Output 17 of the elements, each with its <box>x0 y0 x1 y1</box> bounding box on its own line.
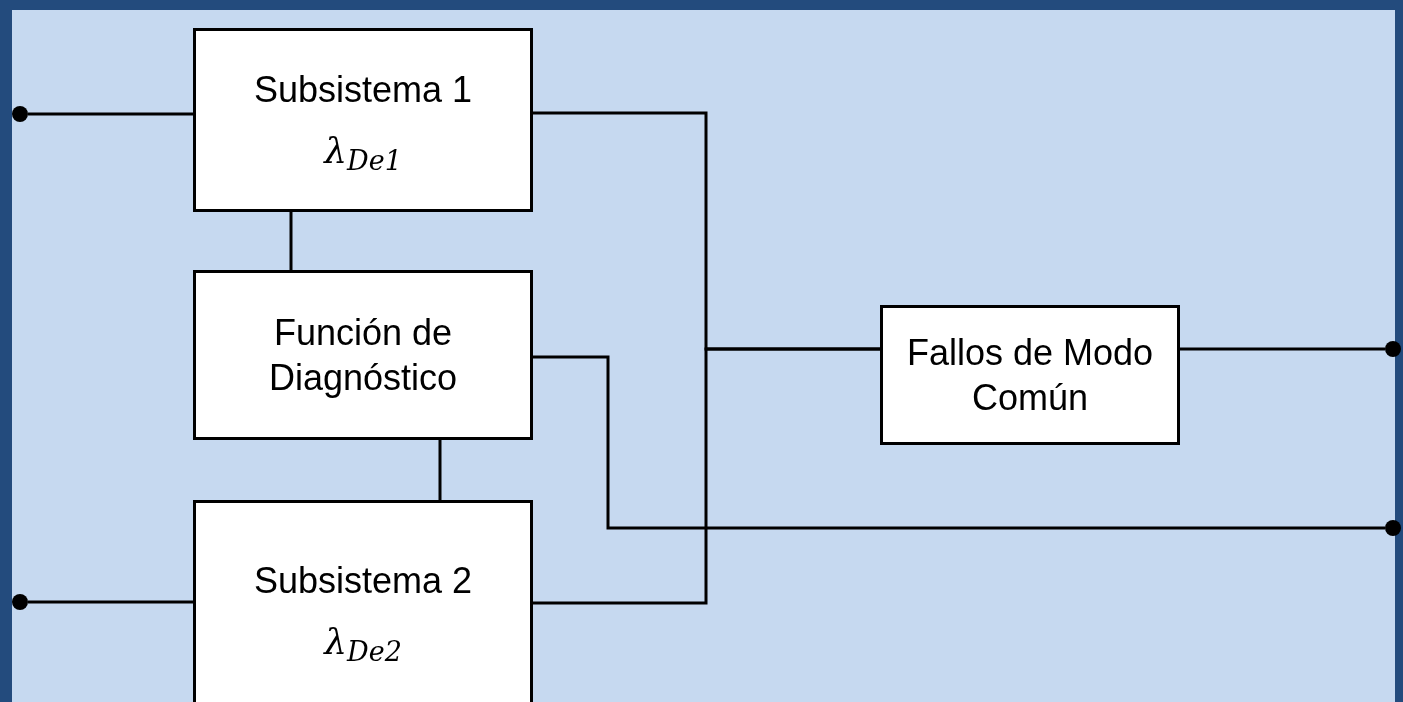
connector-line <box>438 440 442 500</box>
block-box <box>193 500 533 702</box>
failure-rate-symbol: λ$_{De2}$ <box>324 620 402 664</box>
failure-rate-symbol: λ$_{De1}$ <box>324 129 402 173</box>
connector-line <box>28 112 193 116</box>
block-title: Fallos de Modo Común <box>905 331 1155 420</box>
block-box <box>193 270 533 440</box>
connector-line <box>289 212 293 270</box>
block-title: Función de Diagnóstico <box>267 311 459 400</box>
block-title: Subsistema 2 <box>253 559 473 603</box>
block-title: Subsistema 1 <box>253 68 473 112</box>
connector-line <box>1180 347 1385 351</box>
connector-line <box>28 600 193 604</box>
block-box <box>880 305 1180 445</box>
connector-line <box>533 355 1385 530</box>
connector-line <box>533 347 880 605</box>
block-box <box>193 28 533 212</box>
